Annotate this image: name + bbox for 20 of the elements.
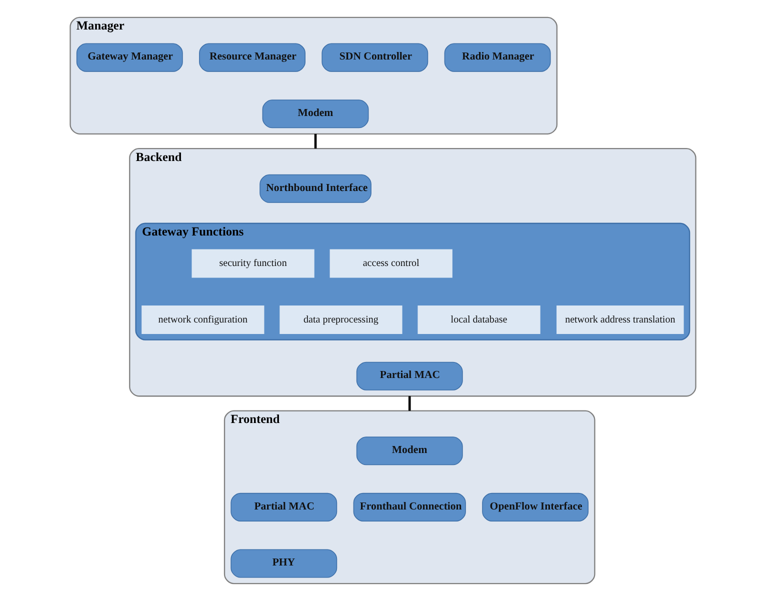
node-box: security function [191,249,314,278]
node-box: Gateway Manager [76,43,182,72]
node-box: PHY [230,549,337,578]
node-box: Partial MAC [230,492,337,522]
node-box: Radio Manager [444,43,550,72]
node-box: OpenFlow Interface [482,492,588,522]
node-box: Modem [262,100,368,128]
node-box: local database [417,306,540,334]
connector [314,134,316,149]
node-box: Modem [356,436,462,466]
node-box: data preprocessing [279,306,402,334]
node-box: network configuration [141,306,264,334]
node-box: Northbound Interface [259,174,371,203]
connector [408,396,410,411]
node-box: SDN Controller [321,43,428,72]
node-box: Resource Manager [198,43,305,72]
node-box: network address translation [556,306,684,334]
node-box: Fronthaul Connection [352,492,466,522]
node-box: Partial MAC [356,362,462,390]
node-box: access control [329,249,452,278]
